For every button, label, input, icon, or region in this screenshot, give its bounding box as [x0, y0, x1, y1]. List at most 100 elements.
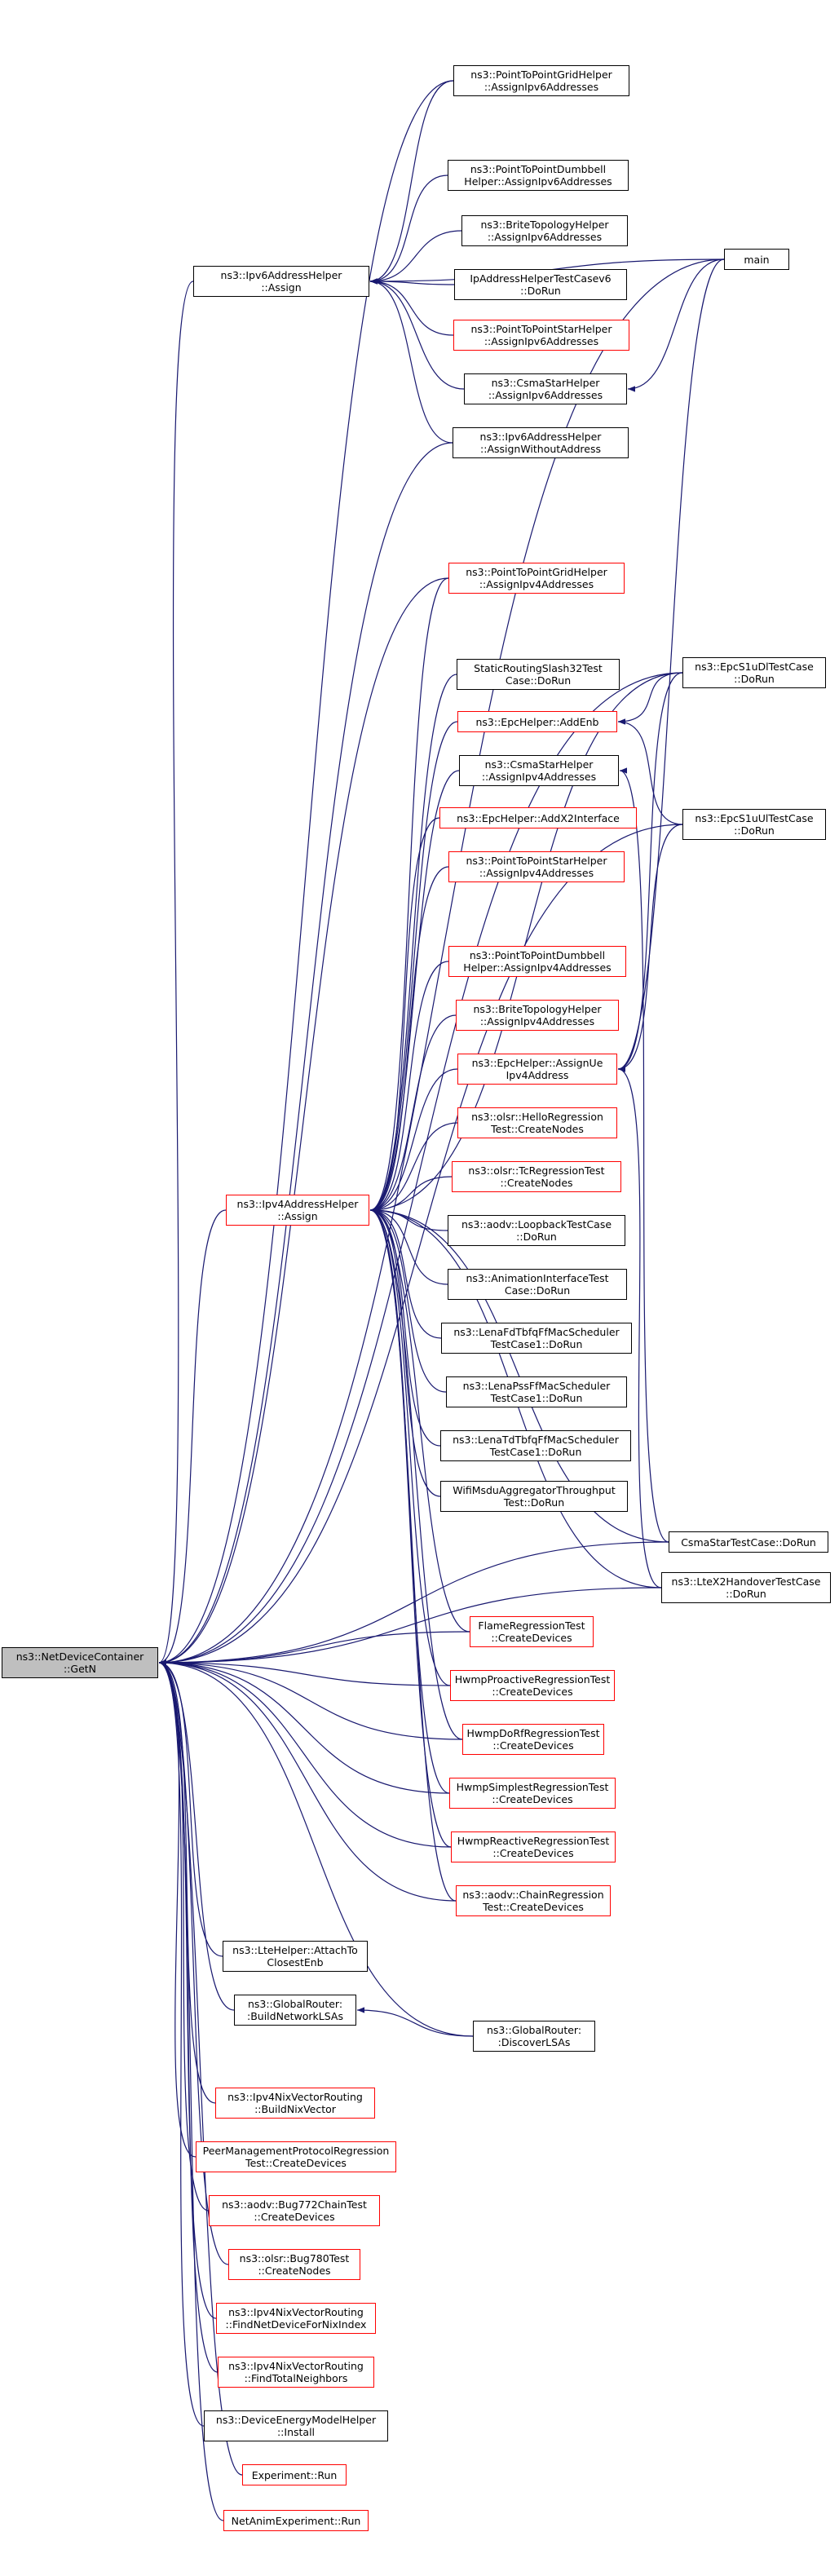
node-label-line: ns3::Ipv4NixVectorRouting — [228, 2360, 364, 2372]
node-label-line: ns3::olsr::HelloRegression — [471, 1111, 603, 1123]
node-p2pgrid-assignipv6[interactable]: ns3::PointToPointGridHelper::AssignIpv6A… — [453, 65, 629, 96]
node-flameregressiontest[interactable]: FlameRegressionTest::CreateDevices — [470, 1616, 594, 1647]
node-olsr-tcregressiontest[interactable]: ns3::olsr::TcRegressionTest::CreateNodes — [452, 1161, 621, 1192]
node-label-line: ::AssignIpv4Addresses — [481, 771, 597, 783]
node-label-line: Test::DoRun — [503, 1496, 565, 1509]
node-label-line: ns3::PointToPointStarHelper — [466, 855, 607, 867]
edge-ipv4assign-lenapss — [369, 1207, 447, 1393]
node-label-line: ::BuildNixVector — [254, 2103, 336, 2115]
node-label-line: ::AssignIpv6Addresses — [484, 81, 599, 93]
node-globalrouter-discoverlsas[interactable]: ns3::GlobalRouter::DiscoverLSAs — [473, 2021, 595, 2052]
node-label-line: ns3::BriteTopologyHelper — [473, 1003, 602, 1015]
node-label-line: ::CreateNodes — [258, 2264, 331, 2277]
edge-epcue-epcs1uul — [617, 824, 683, 1072]
edge-ipv6assign-ipv6noaddr — [369, 278, 453, 444]
node-csmastar-assignipv6[interactable]: ns3::CsmaStarHelper::AssignIpv6Addresses — [464, 373, 627, 404]
node-main[interactable]: main — [724, 249, 789, 270]
node-ipv4nixvectorrouting-findnetdevicefornixindex[interactable]: ns3::Ipv4NixVectorRouting::FindNetDevice… — [216, 2303, 376, 2334]
node-ipv4nixvectorrouting-findtotalneighbors[interactable]: ns3::Ipv4NixVectorRouting::FindTotalNeig… — [218, 2357, 374, 2388]
node-netanimexperiment-run[interactable]: NetAnimExperiment::Run — [223, 2510, 369, 2531]
node-label-line: ::CreateDevices — [254, 2211, 335, 2223]
node-ltex2handovertestcase[interactable]: ns3::LteX2HandoverTestCase::DoRun — [661, 1572, 831, 1603]
edge-root-aodvbug — [158, 1659, 210, 2211]
node-epchelper-addx2interface[interactable]: ns3::EpcHelper::AddX2Interface — [439, 807, 637, 828]
node-olsr-bug780test[interactable]: ns3::olsr::Bug780Test::CreateNodes — [228, 2249, 360, 2280]
node-label-line: ns3::PointToPointStarHelper — [470, 323, 612, 335]
edge-ipv4assign-aodvchain — [369, 1207, 457, 1902]
edge-ipv4assign-epcue — [369, 1068, 458, 1213]
node-label-line: ns3::PointToPointDumbbell — [470, 163, 607, 175]
edge-root-ipv6noaddr — [158, 442, 453, 1666]
edge-root-nixbuild — [158, 1659, 216, 2104]
edge-ipv4assign-p2pgrid4 — [369, 577, 449, 1213]
node-experiment-run[interactable]: Experiment::Run — [242, 2464, 347, 2485]
node-deviceenergymodelhelper-install[interactable]: ns3::DeviceEnergyModelHelper::Install — [204, 2410, 388, 2441]
node-label-line: ::AssignIpv4Addresses — [479, 578, 594, 590]
edge-root-netanim — [158, 1659, 224, 2521]
node-label-line: FlameRegressionTest — [478, 1619, 585, 1632]
node-label-line: ::AssignIpv4Addresses — [479, 1015, 595, 1027]
node-label-line: ns3::PointToPointGridHelper — [466, 566, 607, 578]
node-label-line: Case::DoRun — [504, 1284, 571, 1297]
node-epcs1udltestcase[interactable]: ns3::EpcS1uDlTestCase::DoRun — [682, 657, 826, 688]
node-epcs1uultestcase[interactable]: ns3::EpcS1uUlTestCase::DoRun — [682, 809, 826, 840]
node-ipv4addresshelper-assign[interactable]: ns3::Ipv4AddressHelper::Assign — [226, 1195, 369, 1226]
node-label-line: ::CreateDevices — [492, 1793, 573, 1805]
node-label-line: ::AssignIpv6Addresses — [488, 389, 603, 401]
node-label-line: ns3::EpcHelper::AddEnb — [475, 715, 599, 728]
node-epchelper-addenb[interactable]: ns3::EpcHelper::AddEnb — [457, 711, 617, 732]
edge-root-aodvchain — [158, 1659, 457, 1902]
node-label-line: ns3::olsr::TcRegressionTest — [468, 1164, 605, 1177]
node-p2pgrid-assignipv4[interactable]: ns3::PointToPointGridHelper::AssignIpv4A… — [448, 563, 625, 594]
node-hwmpreactiveregressiontest[interactable]: HwmpReactiveRegressionTest::CreateDevice… — [451, 1831, 616, 1862]
node-label-line: ns3::Ipv6AddressHelper — [220, 269, 342, 281]
node-label-line: ns3::Ipv4NixVectorRouting — [228, 2306, 364, 2318]
edge-ipv4assign-brite4 — [369, 1014, 457, 1213]
edge-root-ltehelper — [158, 1659, 223, 1957]
node-aodv-loopbacktestcase[interactable]: ns3::aodv::LoopbackTestCase::DoRun — [448, 1215, 625, 1246]
node-label-line: TestCase1::DoRun — [490, 1338, 583, 1350]
node-label-line: HwmpProactiveRegressionTest — [454, 1673, 611, 1686]
node-ipv6addresshelper-assignwithoutaddress[interactable]: ns3::Ipv6AddressHelper::AssignWithoutAdd… — [453, 427, 629, 458]
node-ipv6addresshelper-assign[interactable]: ns3::Ipv6AddressHelper::Assign — [193, 266, 369, 297]
node-label-line: main — [744, 253, 770, 266]
node-hwmpdorfregressiontest[interactable]: HwmpDoRfRegressionTest::CreateDevices — [462, 1724, 604, 1755]
edge-ipv6assign-brite6 — [369, 230, 462, 285]
node-hwmpproactiveregressiontest[interactable]: HwmpProactiveRegressionTest::CreateDevic… — [450, 1670, 615, 1701]
node-label-line: NetAnimExperiment::Run — [231, 2514, 361, 2527]
edge-ipv4assign-p2pdumb4 — [369, 961, 449, 1213]
node-globalrouter-buildnetworklsas[interactable]: ns3::GlobalRouter::BuildNetworkLSAs — [234, 1995, 356, 2026]
node-aodv-bug772chaintest[interactable]: ns3::aodv::Bug772ChainTest::CreateDevice… — [209, 2195, 380, 2226]
node-csmastartestcase[interactable]: CsmaStarTestCase::DoRun — [669, 1531, 828, 1553]
edge-ipv4assign-lenatd — [369, 1207, 441, 1447]
node-brite-assignipv4[interactable]: ns3::BriteTopologyHelper::AssignIpv4Addr… — [456, 1000, 619, 1031]
node-p2pstar-assignipv6[interactable]: ns3::PointToPointStarHelper::AssignIpv6A… — [453, 320, 629, 351]
node-label-line: Case::DoRun — [505, 674, 572, 687]
edge-root-hwmpreactive — [158, 1659, 452, 1848]
node-p2pstar-assignipv4[interactable]: ns3::PointToPointStarHelper::AssignIpv4A… — [448, 851, 625, 882]
node-label-line: TestCase1::DoRun — [490, 1392, 583, 1404]
node-ipaddresshelpertestcasev6[interactable]: IpAddressHelperTestCasev6::DoRun — [454, 269, 627, 300]
node-brite-assignipv6[interactable]: ns3::BriteTopologyHelper::AssignIpv6Addr… — [461, 215, 628, 246]
edge-root-hwmpsimplest — [158, 1659, 450, 1794]
node-ipv4nixvectorrouting-buildnixvector[interactable]: ns3::Ipv4NixVectorRouting::BuildNixVecto… — [215, 2088, 375, 2119]
node-hwmpsimplestregressiontest[interactable]: HwmpSimplestRegressionTest::CreateDevice… — [449, 1778, 616, 1809]
node-label-line: ns3::Ipv4AddressHelper — [236, 1198, 359, 1210]
node-csmastar-assignipv4[interactable]: ns3::CsmaStarHelper::AssignIpv4Addresses — [459, 755, 619, 786]
node-label-line: ns3::GlobalRouter: — [486, 2024, 582, 2036]
node-label-line: ns3::EpcHelper::AddX2Interface — [457, 811, 620, 824]
